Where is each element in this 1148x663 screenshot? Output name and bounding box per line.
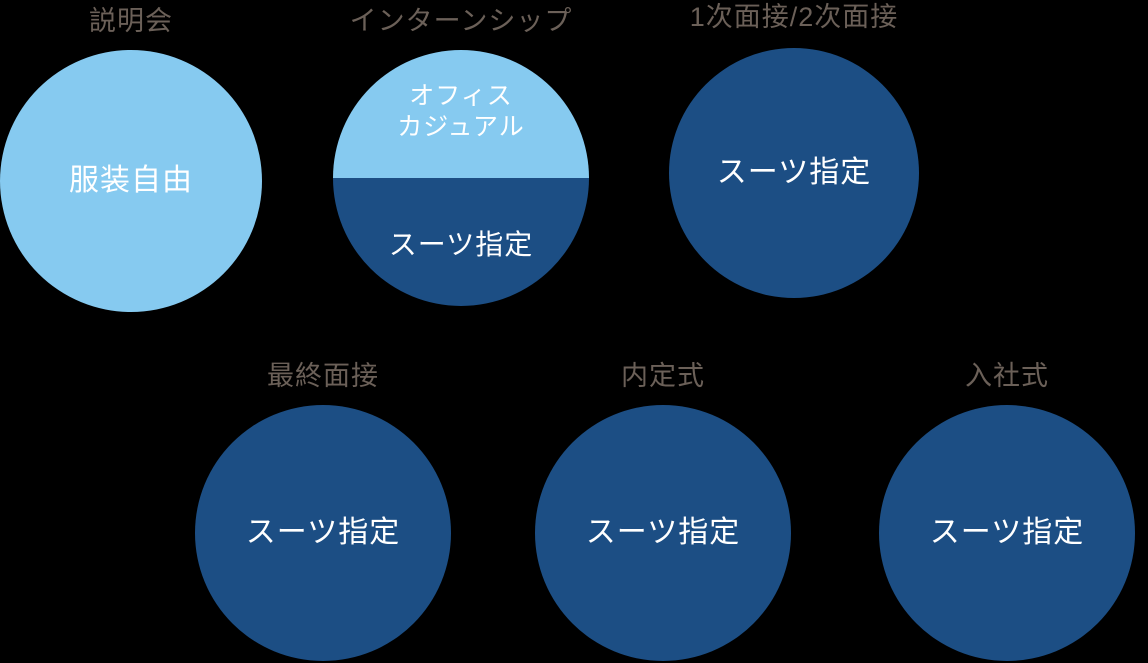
stage-label-final-interview: 最終面接 (267, 361, 379, 391)
circle-half-top-internship: オフィス カジュアル (333, 50, 589, 178)
circle-text-offer-ceremony: スーツ指定 (585, 516, 741, 549)
circle-text-internship-top-line2: カジュアル (397, 113, 525, 141)
stage-label-internship: インターンシップ (349, 6, 573, 36)
stage-label-offer-ceremony: 内定式 (621, 361, 705, 391)
circle-text-internship-top-line1: オフィス (409, 82, 513, 110)
circle-text-briefing: 服装自由 (69, 164, 193, 197)
circle-entrance-ceremony[interactable]: スーツ指定 (879, 405, 1135, 661)
circle-text-entrance-ceremony: スーツ指定 (929, 516, 1085, 549)
stage-label-interview: 1次面接/2次面接 (689, 2, 899, 32)
stage-label-entrance-ceremony: 入社式 (965, 361, 1049, 391)
circle-internship[interactable]: オフィス カジュアル スーツ指定 (333, 50, 589, 306)
circle-offer-ceremony[interactable]: スーツ指定 (535, 405, 791, 661)
circle-text-interview: スーツ指定 (716, 156, 872, 189)
circle-interview[interactable]: スーツ指定 (669, 48, 919, 298)
circle-half-bottom-internship: スーツ指定 (333, 178, 589, 306)
circle-text-final-interview: スーツ指定 (245, 516, 401, 549)
circle-briefing[interactable]: 服装自由 (0, 50, 262, 312)
circle-text-internship-bottom: スーツ指定 (388, 229, 534, 260)
circle-final-interview[interactable]: スーツ指定 (195, 405, 451, 661)
stage-label-briefing: 説明会 (89, 6, 173, 36)
